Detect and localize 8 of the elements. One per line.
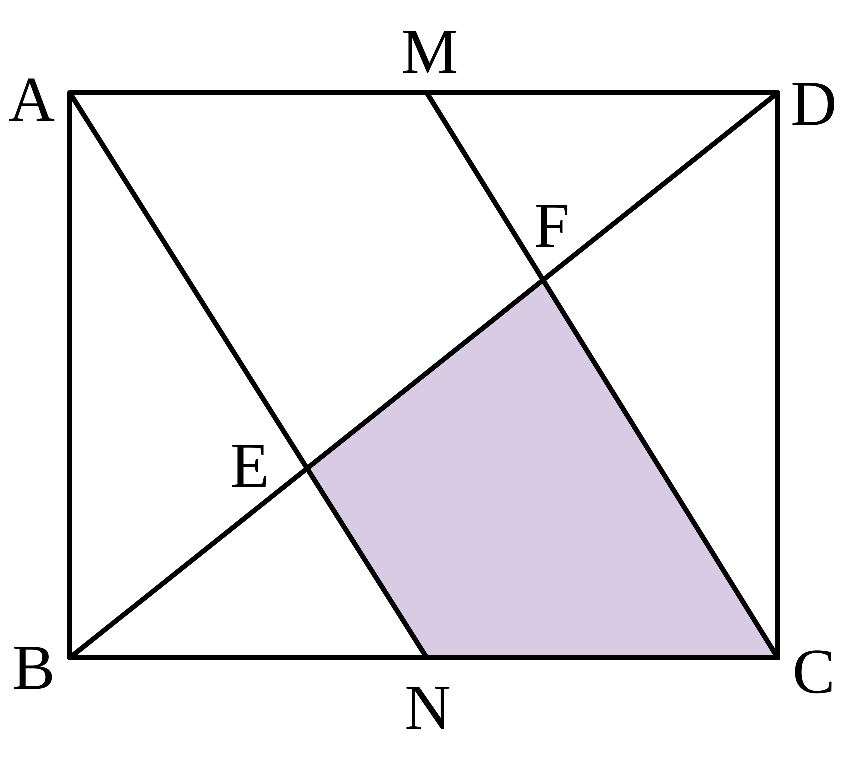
point-label: C — [792, 640, 836, 704]
point-label: M — [402, 20, 458, 84]
point-label: B — [12, 636, 56, 700]
point-label: F — [534, 194, 570, 258]
point-label: N — [404, 676, 452, 740]
point-label: E — [230, 434, 270, 498]
point-label: A — [8, 68, 56, 132]
point-label: D — [790, 72, 838, 136]
